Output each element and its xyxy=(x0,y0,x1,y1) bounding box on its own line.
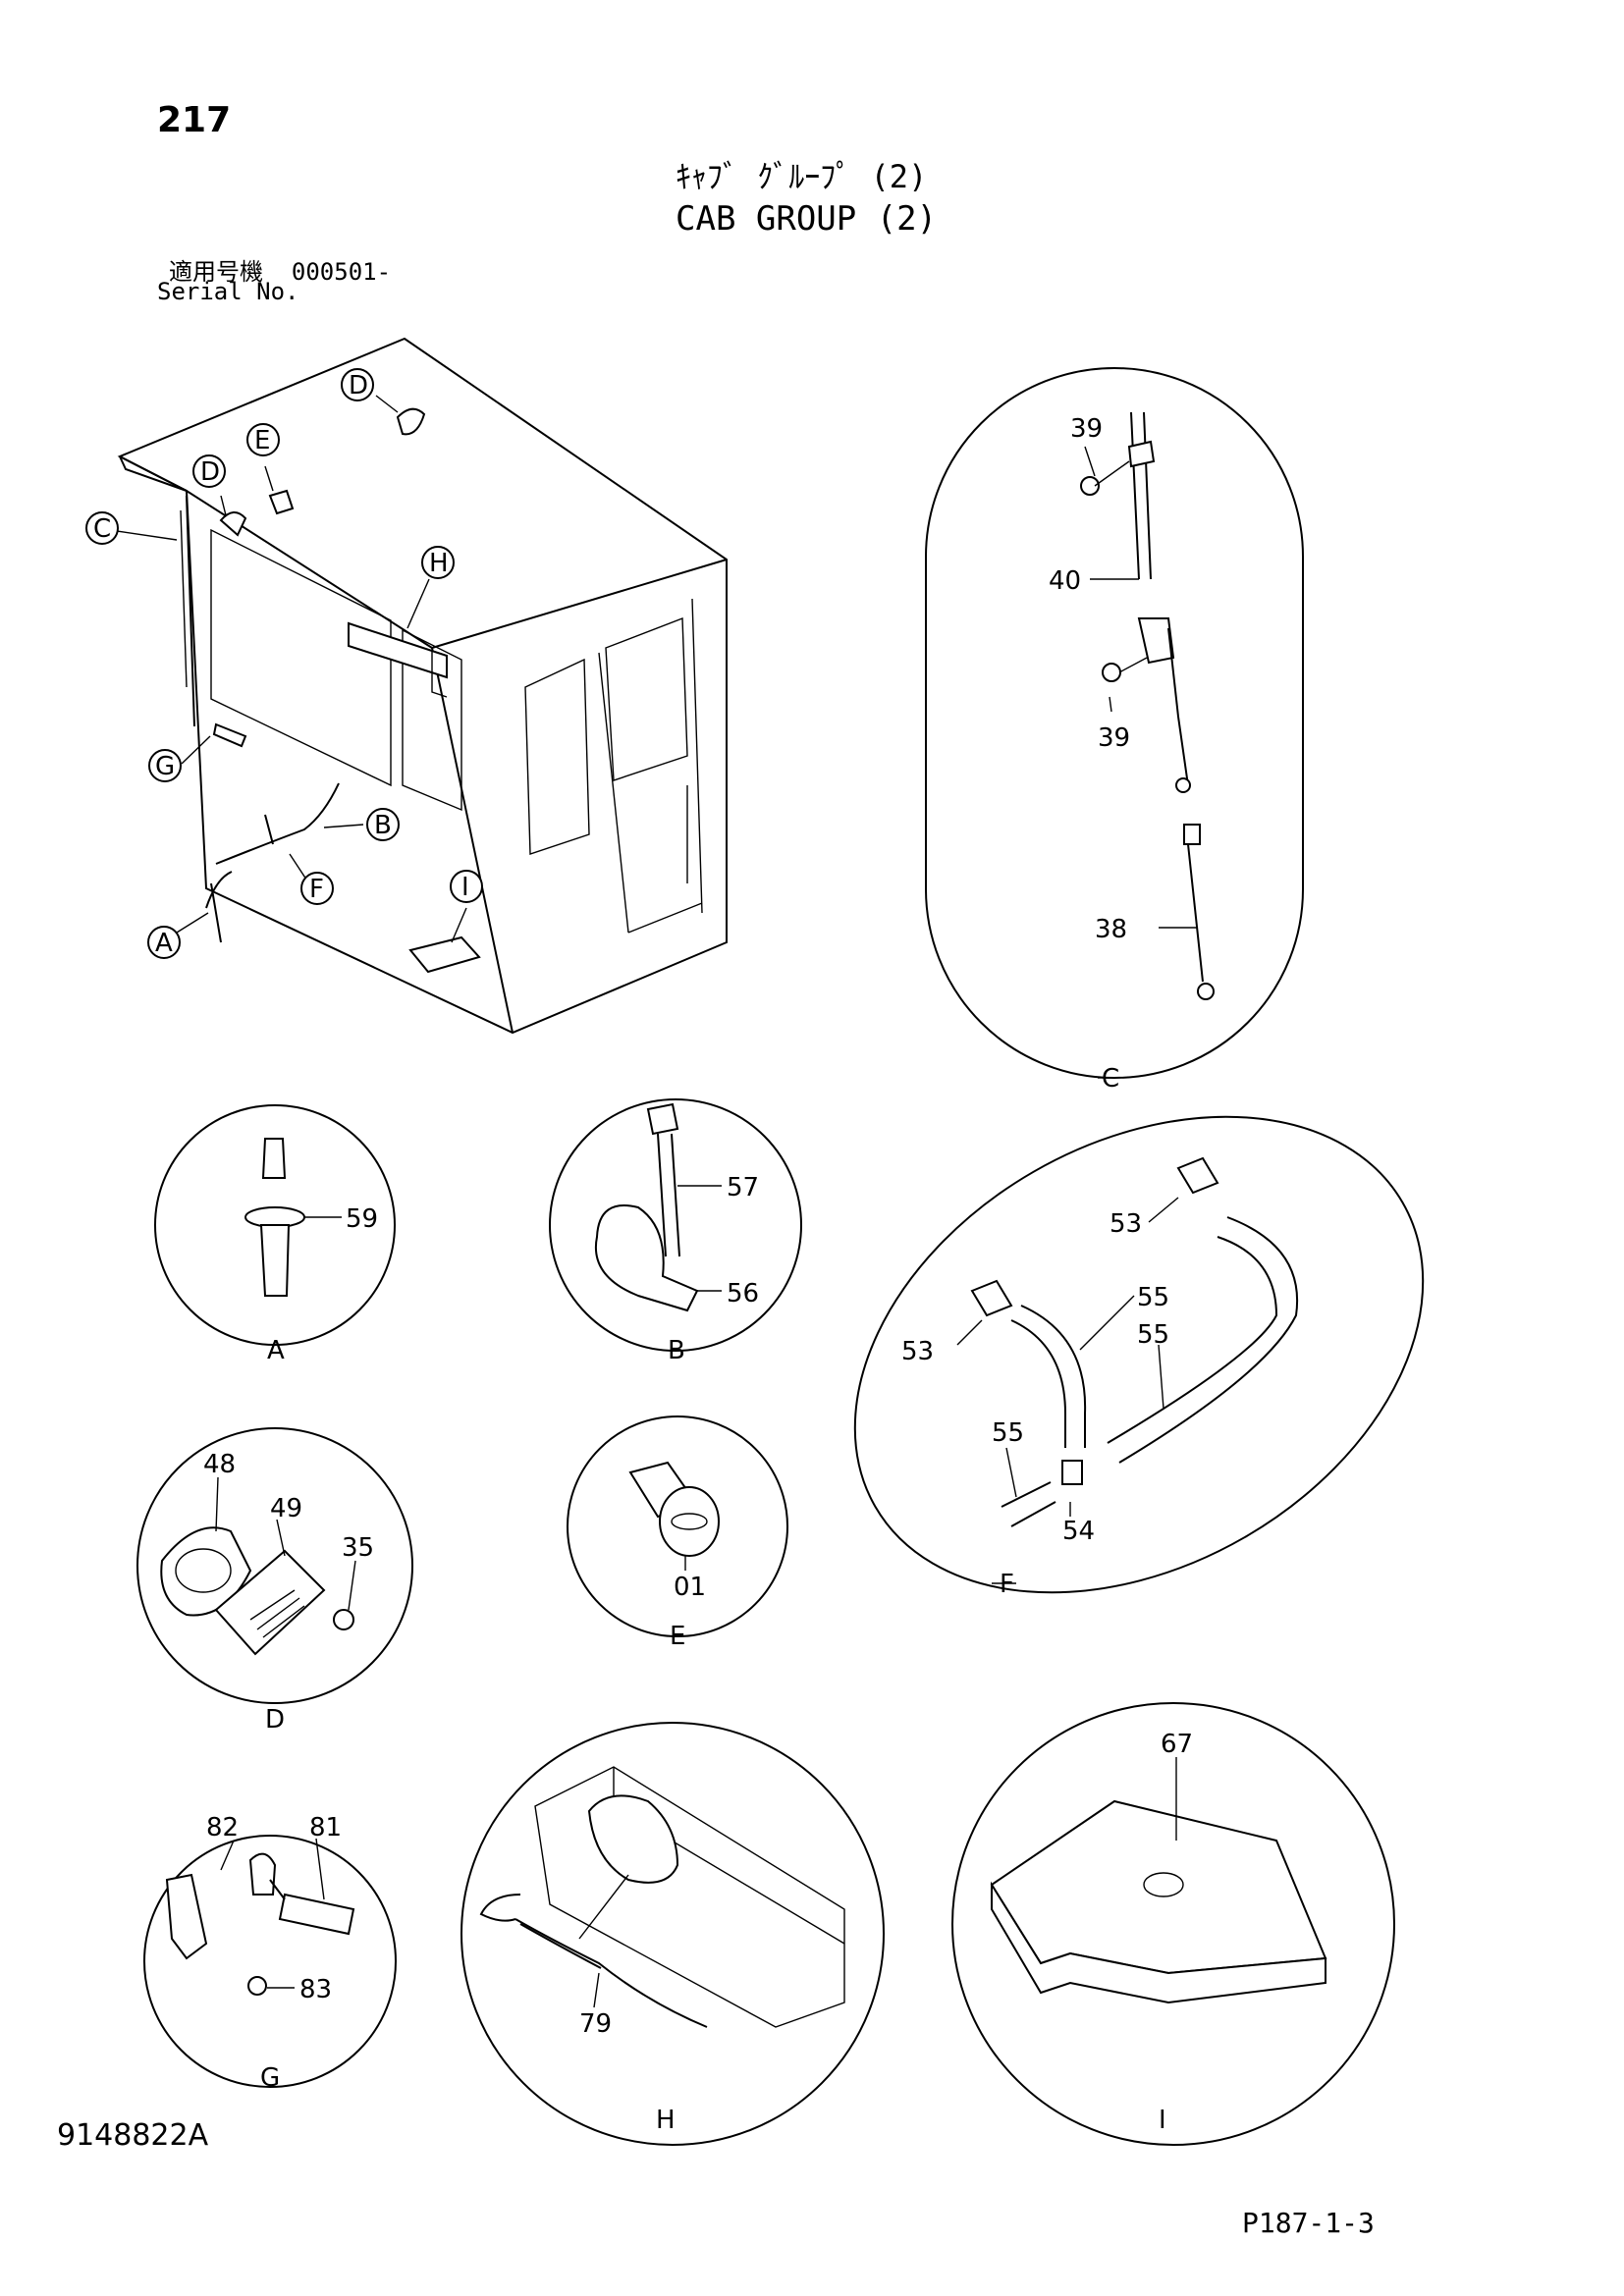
part-label-55-middle: 55 xyxy=(1137,1320,1169,1350)
part-label-59: 59 xyxy=(346,1204,378,1234)
callout-d-top: D xyxy=(341,368,374,401)
detail-b: 57 56 B xyxy=(549,1098,802,1365)
cab-main-view xyxy=(109,337,728,1035)
svg-text:D: D xyxy=(349,371,368,400)
title-english: CAB GROUP (2) xyxy=(676,199,938,239)
part-label-56: 56 xyxy=(727,1279,759,1308)
callout-c: C xyxy=(85,511,119,545)
svg-text:H: H xyxy=(429,549,449,578)
detail-label-f: F xyxy=(1000,1570,1014,1599)
part-label-39-upper: 39 xyxy=(1070,414,1103,444)
svg-text:F: F xyxy=(309,875,324,904)
detail-label-g: G xyxy=(260,2063,280,2093)
part-label-55-lower: 55 xyxy=(992,1418,1024,1448)
main-callouts: C D D E H G B F I A xyxy=(85,368,483,959)
detail-d: 48 49 35 D xyxy=(136,1427,413,1735)
detail-a: 59 A xyxy=(154,1104,396,1365)
part-label-54: 54 xyxy=(1062,1517,1095,1546)
callout-g: G xyxy=(148,749,182,782)
part-label-79: 79 xyxy=(579,2009,612,2039)
part-label-55-upper: 55 xyxy=(1137,1283,1169,1312)
part-label-67: 67 xyxy=(1161,1730,1193,1759)
callout-e: E xyxy=(246,423,280,456)
svg-text:G: G xyxy=(155,752,175,781)
part-label-49: 49 xyxy=(270,1494,302,1523)
callout-d-left: D xyxy=(192,454,226,488)
svg-text:B: B xyxy=(374,811,392,840)
part-label-82: 82 xyxy=(206,1813,239,1842)
svg-text:A: A xyxy=(155,929,173,958)
part-label-57: 57 xyxy=(727,1173,759,1202)
part-label-01: 01 xyxy=(674,1573,706,1602)
callout-a: A xyxy=(147,926,181,959)
detail-f: 53 55 53 55 55 54 F xyxy=(853,1115,1425,1599)
svg-text:C: C xyxy=(93,514,111,544)
detail-label-h: H xyxy=(656,2106,676,2135)
serial-label-japanese: 適用号機 000501- xyxy=(169,258,392,286)
callout-f: F xyxy=(300,872,334,905)
page-reference: P187-1-3 xyxy=(1242,2207,1375,2239)
detail-label-e: E xyxy=(670,1622,685,1651)
part-label-35: 35 xyxy=(342,1533,374,1563)
detail-i: 67 I xyxy=(951,1702,1395,2146)
serial-label-english: Serial No. xyxy=(157,278,299,305)
callout-b: B xyxy=(366,808,400,841)
title-japanese: ｷｬﾌﾞ ｸﾞﾙｰﾌﾟ (2) xyxy=(676,158,928,195)
part-label-81: 81 xyxy=(309,1813,342,1842)
part-label-83: 83 xyxy=(299,1975,332,2004)
part-label-39-lower: 39 xyxy=(1098,723,1130,753)
part-label-53-left: 53 xyxy=(901,1337,934,1366)
detail-e: 01 E xyxy=(567,1415,788,1651)
drawing-number: 9148822A xyxy=(57,2118,209,2153)
detail-g: 82 81 83 G xyxy=(143,1813,397,2093)
callout-h: H xyxy=(421,546,455,579)
detail-label-a: A xyxy=(267,1336,285,1365)
svg-text:D: D xyxy=(200,457,220,487)
part-label-53-right: 53 xyxy=(1110,1209,1142,1239)
svg-text:I: I xyxy=(461,873,469,902)
callout-i: I xyxy=(450,870,483,903)
detail-label-c: C xyxy=(1102,1064,1119,1094)
detail-h: 79 H xyxy=(460,1722,885,2146)
detail-label-b: B xyxy=(668,1336,685,1365)
svg-text:E: E xyxy=(254,426,270,455)
part-label-38: 38 xyxy=(1095,915,1127,944)
part-label-40: 40 xyxy=(1049,566,1081,596)
detail-label-i: I xyxy=(1159,2106,1166,2135)
part-label-48: 48 xyxy=(203,1450,236,1479)
detail-c: 39 40 39 38 C xyxy=(925,367,1304,1094)
detail-label-d: D xyxy=(265,1705,285,1735)
page-number: 217 xyxy=(157,100,232,140)
